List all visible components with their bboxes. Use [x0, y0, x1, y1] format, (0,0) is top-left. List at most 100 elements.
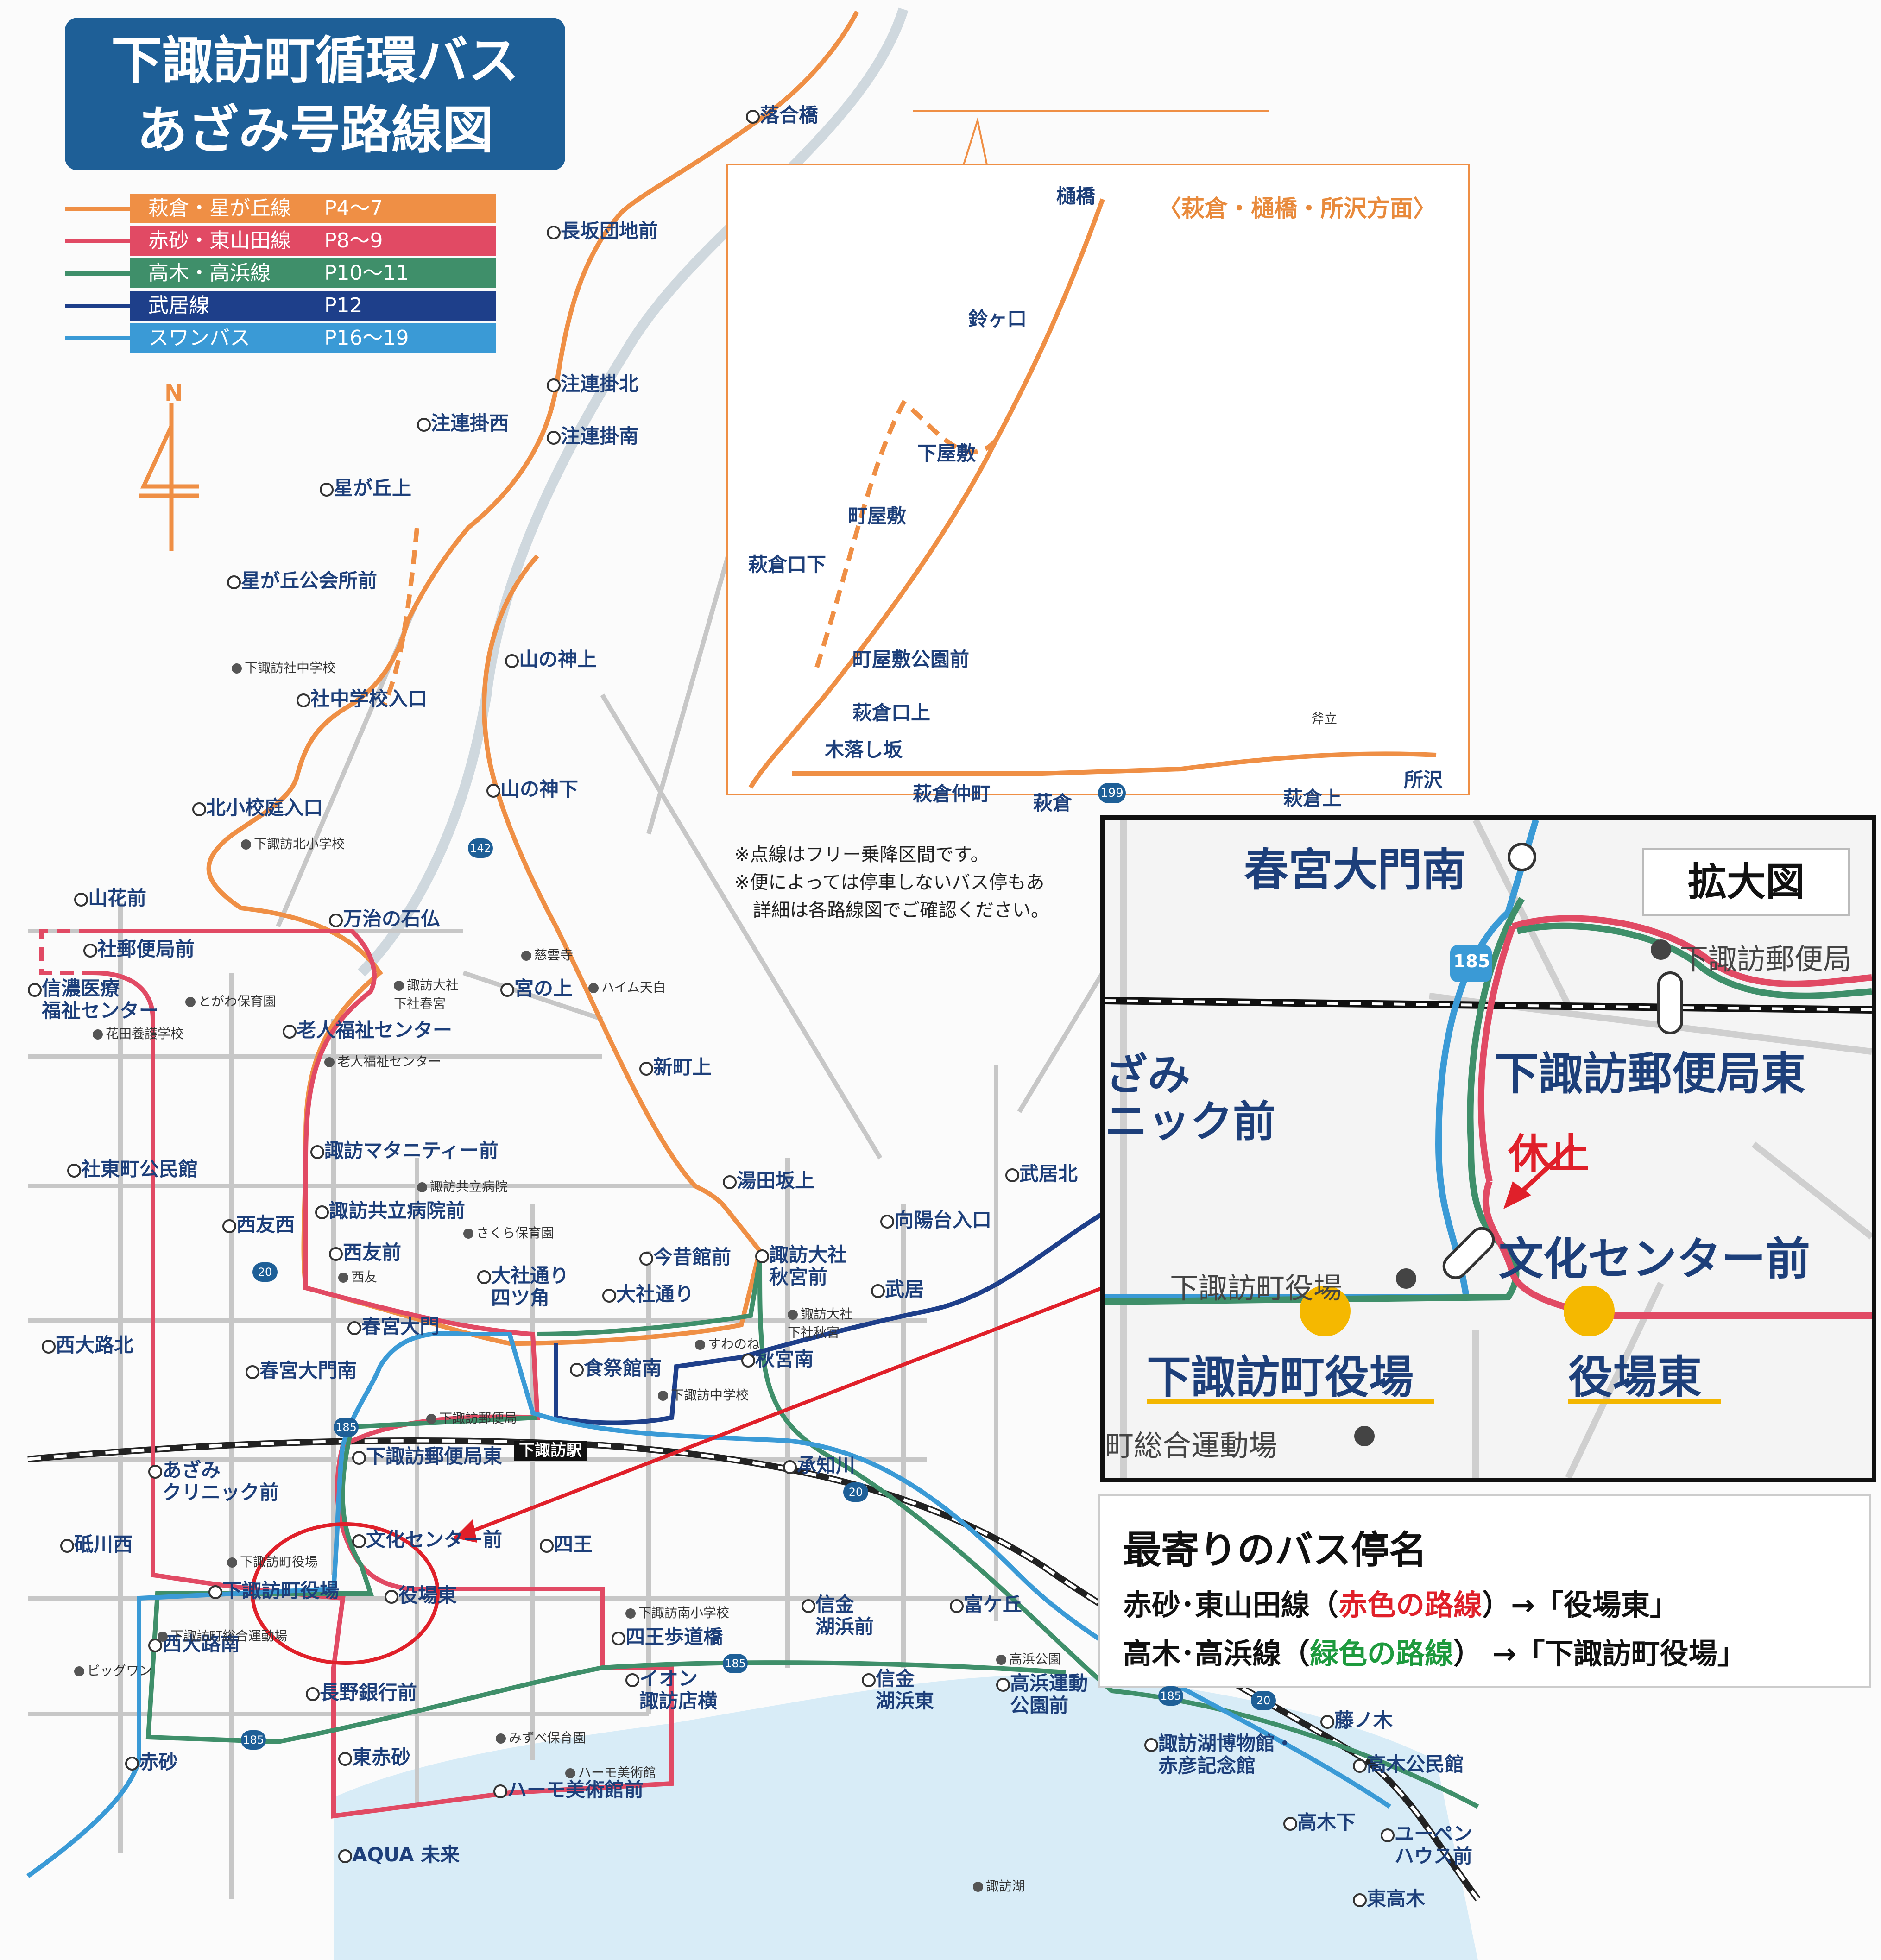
bus-stop-marker	[723, 1175, 737, 1189]
bus-stop-label: 社中学校入口	[310, 687, 428, 710]
bus-stop-label: 今昔館前	[653, 1246, 732, 1268]
bus-stop-label: 西大路南	[162, 1632, 240, 1655]
bus-stop-marker	[871, 1284, 885, 1298]
bus-stop-marker	[246, 1365, 259, 1379]
bus-stop-marker	[802, 1599, 815, 1613]
highlight-circle	[251, 1522, 440, 1665]
bus-stop-marker	[505, 654, 519, 668]
legend-pages: P12	[324, 294, 363, 317]
road-number-shield: 20	[843, 1482, 868, 1502]
bus-stop-label: ユーペン ハウス前	[1395, 1822, 1473, 1868]
bus-stop-label: 諏訪大社 秋宮前	[769, 1243, 847, 1289]
bus-stop-label: 注連掛南	[561, 425, 639, 447]
zoom-panel: 拡大図 春宮大門南 下諏訪郵便局東 文化センター前 ざみ ニック前 下諏訪町役場…	[1100, 815, 1876, 1482]
bus-stop-label: 北小校庭入口	[206, 796, 323, 819]
inset-stop-label: 樋橋	[1056, 185, 1096, 208]
note-2: ※便によっては停車しないバス停もあ	[734, 872, 1045, 893]
landmark-label: 諏訪共立病院	[417, 1177, 508, 1195]
road-number-shield: 20	[252, 1262, 278, 1282]
landmark-text: さくら保育園	[476, 1225, 555, 1241]
legend-route-name: 赤砂・東山田線	[148, 229, 291, 252]
zoom-stop-bunka-center: 文化センター前	[1499, 1233, 1810, 1285]
landmark-label: ハイム天白	[588, 977, 666, 996]
legend-route-name: 武居線	[148, 294, 209, 317]
bus-stop-marker	[493, 1784, 507, 1798]
bus-stop-marker	[880, 1215, 894, 1229]
bus-stop-label: 西友西	[236, 1213, 295, 1236]
landmark-label: すわのね	[695, 1334, 760, 1353]
bus-stop-label: ハーモ美術館前	[507, 1778, 644, 1801]
landmark-text: 諏訪大社 下社春宮	[394, 977, 459, 1011]
inset-stop-label: 所沢	[1404, 769, 1443, 791]
bus-stop-label: 向陽台入口	[894, 1209, 992, 1231]
bus-stop-label: 山の神上	[519, 648, 597, 671]
landmark-label: ビッグワン	[74, 1661, 152, 1679]
bus-stop-label: 西大路北	[56, 1334, 134, 1356]
legend-route-name: 高木・高浜線	[148, 261, 271, 285]
bus-stop-label: AQUA 未来	[352, 1843, 460, 1866]
bus-stop-label: 信濃医療 福祉センター	[42, 977, 159, 1022]
landmark-label: 諏訪大社 下社秋宮	[788, 1304, 852, 1341]
bus-stop-marker	[227, 575, 241, 589]
bus-stop-label: 宮の上	[514, 977, 573, 1000]
landmark-text: 諏訪湖	[986, 1878, 1025, 1894]
map-title-line1: 下諏訪町循環バス	[111, 31, 519, 90]
bus-stop-marker	[352, 1451, 366, 1465]
landmark-text: 下諏訪中学校	[671, 1387, 749, 1403]
legend-line	[65, 271, 130, 276]
info-row-red: 赤砂･東山田線（赤色の路線）→「役場東」	[1123, 1582, 1679, 1623]
route-green	[145, 1260, 1479, 1809]
bus-stop-label: 社郵便局前	[97, 938, 195, 960]
inset-stop-label: 下屋敷	[917, 442, 976, 465]
bus-stop-marker	[306, 1687, 320, 1701]
bus-stop-marker	[862, 1673, 876, 1687]
bus-stop-label: 注連掛西	[431, 412, 509, 435]
landmark-dot	[463, 1229, 473, 1239]
landmark-label: 下諏訪町役場	[227, 1552, 318, 1570]
landmark-text: 諏訪大社 下社秋宮	[788, 1306, 853, 1340]
bus-stop-label: 万治の石仏	[343, 908, 441, 930]
bus-stop-label: 高木公民館	[1367, 1753, 1464, 1776]
bus-stop-label: 社東町公民館	[81, 1158, 198, 1180]
inset-road-number: 199	[1098, 783, 1126, 803]
info-row-green-pre: 高木･高浜線（	[1123, 1637, 1310, 1670]
bus-stop-label: 大社通り	[616, 1283, 694, 1305]
bus-stop-label: 信金 湖浜東	[876, 1667, 934, 1713]
landmark-label: 花田養護学校	[93, 1024, 183, 1042]
road-number-shield: 185	[1158, 1686, 1183, 1706]
bus-stop-label: 春宮大門	[361, 1315, 440, 1338]
bus-stop-marker	[477, 1270, 491, 1284]
bus-stop-marker	[570, 1363, 584, 1377]
legend-line	[65, 304, 130, 308]
bus-stop-marker	[602, 1289, 616, 1303]
landmark-text: 下諏訪町役場	[240, 1554, 318, 1569]
landmark-dot	[625, 1608, 636, 1619]
legend-route-name: 萩倉・星が丘線	[148, 196, 291, 220]
bus-stop-marker	[338, 1849, 352, 1863]
landmark-label: 下諏訪町総合運動場	[158, 1626, 287, 1645]
road-number-shield: 185	[723, 1654, 748, 1673]
landmark-dot	[74, 1666, 84, 1676]
landmark-label: 諏訪湖	[973, 1876, 1025, 1895]
bus-stop-marker	[625, 1673, 639, 1687]
bus-stop-marker	[347, 1321, 361, 1335]
landmark-dot	[565, 1768, 575, 1778]
landmark-label: 諏訪大社 下社春宮	[394, 975, 459, 1012]
lake-suwa	[334, 1675, 1478, 1960]
zoom-road-185: 185	[1453, 951, 1490, 971]
bus-stop-marker	[192, 802, 206, 816]
inset-stop-label: 萩倉上	[1283, 787, 1342, 810]
landmark-text: 下諏訪北小学校	[254, 836, 345, 851]
bus-stop-label: 諏訪湖博物館・ 赤彦記念館	[1158, 1732, 1295, 1777]
bus-stop-marker	[1320, 1715, 1334, 1729]
bus-stop-label: 湯田坂上	[737, 1169, 815, 1192]
bus-stop-marker	[148, 1465, 162, 1479]
bus-stop-marker	[1353, 1893, 1367, 1907]
landmark-dot	[324, 1057, 335, 1067]
bus-stop-label: 星が丘公会所前	[241, 569, 378, 592]
